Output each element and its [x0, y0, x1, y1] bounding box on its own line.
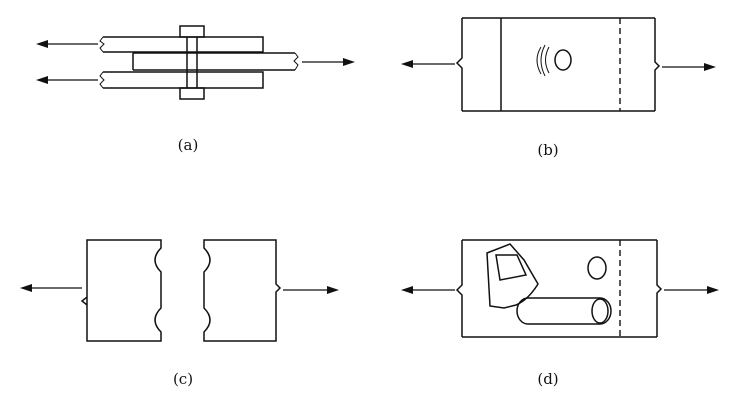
panel-a: (a): [36, 25, 355, 154]
load-arrow-upper-left: [36, 40, 98, 48]
upper-plate-break: [99, 36, 105, 53]
panel-d: (d): [401, 239, 719, 388]
panel-c: (c): [20, 239, 339, 388]
plate-c-right-piece: [203, 239, 282, 342]
elongated-slot: [516, 297, 612, 325]
load-arrow-b-left: [401, 60, 455, 68]
panel-b: (b): [401, 17, 716, 159]
caption-d: (d): [537, 370, 558, 388]
load-arrow-c-right: [283, 286, 339, 294]
plate-b-right-edge: [654, 18, 661, 111]
lower-plate-break: [99, 71, 105, 89]
load-arrow-b-right: [662, 63, 716, 71]
upper-plate: [103, 36, 264, 53]
load-arrow-d-right: [664, 286, 719, 294]
tear-out-region: [486, 243, 539, 309]
lower-plate: [103, 71, 264, 89]
plate-b-edges: [462, 17, 655, 112]
load-arrow-lower-left: [36, 76, 98, 84]
middle-plate: [132, 52, 295, 71]
plate-d-edges: [462, 239, 657, 338]
caption-a: (a): [178, 136, 199, 154]
plate-d-right-edge: [656, 240, 663, 337]
load-arrow-c-left: [20, 284, 82, 292]
plate-b-left-edge: [455, 18, 463, 111]
bearing-deformation-marks: [536, 44, 550, 77]
plate-d-left-edge: [455, 240, 463, 337]
load-arrow-d-left: [401, 286, 455, 294]
caption-b: (b): [537, 141, 558, 159]
bolt-hole-d: [587, 256, 607, 280]
bolt-nut: [179, 87, 205, 100]
bolt-head: [179, 25, 205, 38]
caption-c: (c): [173, 370, 193, 388]
middle-plate-break: [293, 52, 299, 71]
plate-c-left-piece: [80, 239, 162, 342]
bolt-hole: [554, 49, 572, 71]
torn-piece: [495, 254, 528, 281]
load-arrow-right: [302, 58, 355, 66]
